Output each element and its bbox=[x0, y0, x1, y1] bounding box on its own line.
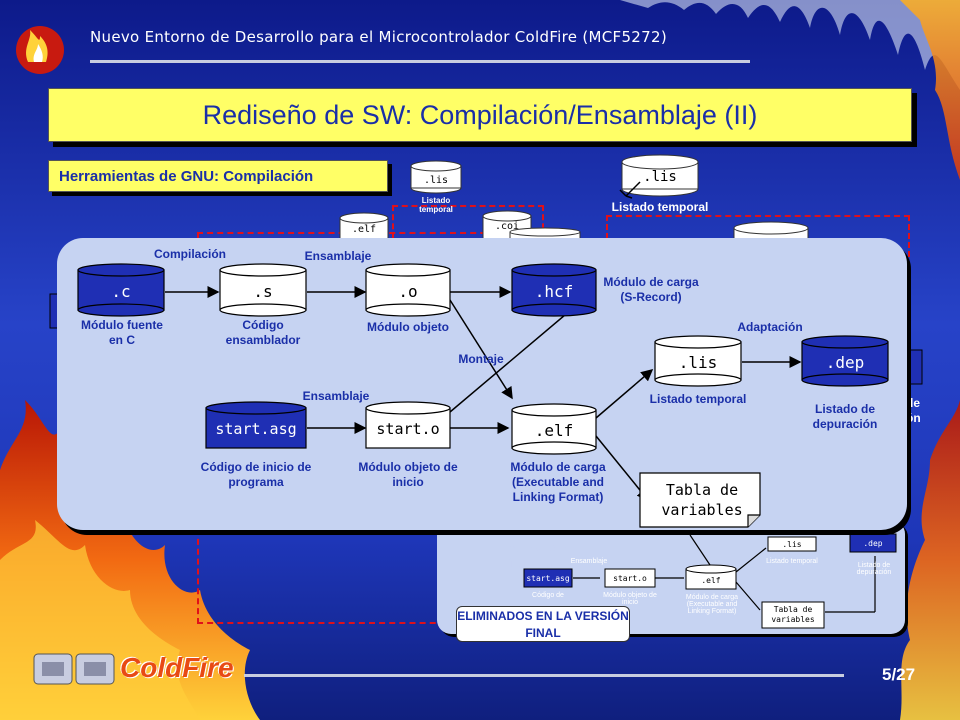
edge-montaje: Montaje bbox=[458, 352, 504, 366]
slide-title: Rediseño de SW: Compilación/Ensamblaje (… bbox=[48, 88, 912, 142]
node-hcf: .hcf bbox=[534, 281, 574, 301]
dashed-region-right bbox=[606, 215, 910, 257]
caption-lis: Listado temporal bbox=[649, 392, 747, 406]
node-start-asg: start.asg bbox=[215, 420, 297, 438]
caption-start-asg: Código de inicio de programa bbox=[200, 460, 312, 489]
mini-lis: .lis bbox=[782, 539, 802, 549]
mini-ensamblaje: Ensamblaje bbox=[570, 558, 608, 565]
node-elf: .elf bbox=[534, 420, 574, 440]
caption-s: Código ensamblador bbox=[225, 318, 301, 347]
bg-lis-large: .lis bbox=[643, 169, 677, 185]
edge-compilacion: Compilación bbox=[153, 247, 226, 261]
node-s: .s bbox=[253, 281, 273, 301]
eliminados-note: ELIMINADOS EN LA VERSIÓN FINAL bbox=[456, 606, 630, 642]
mini-start-o-caption: Módulo objeto de inicio bbox=[603, 592, 657, 606]
node-lis: .lis bbox=[678, 352, 718, 372]
mini-lis-caption: Listado temporal bbox=[766, 558, 818, 565]
mini-start-asg: start.asg bbox=[526, 573, 570, 583]
bg-lis-small: .lis bbox=[423, 174, 449, 186]
bg-lis-large-caption: Listado temporal bbox=[611, 200, 709, 214]
caption-elf: Módulo de carga (Executable and Linking … bbox=[510, 460, 606, 504]
mini-tabla: Tabla de variables bbox=[771, 605, 815, 624]
node-start-o: start.o bbox=[376, 420, 440, 438]
caption-c: Módulo fuente en C bbox=[81, 318, 163, 347]
bg-variables-funciones: variables y funciones bbox=[505, 541, 569, 570]
mini-elf-caption: Módulo de carga (Executable and Linking … bbox=[685, 594, 739, 615]
slide-title-text: Rediseño de SW: Compilación/Ensamblaje (… bbox=[202, 99, 758, 130]
node-o: .o bbox=[398, 281, 418, 301]
page-number: 5/27 bbox=[882, 665, 916, 684]
bg-elf-small: .elf bbox=[351, 223, 377, 235]
node-c: .c bbox=[111, 281, 131, 301]
header-divider bbox=[90, 60, 750, 63]
section-title-text: Herramientas de GNU: Compilación bbox=[59, 167, 314, 185]
coldfire-logo bbox=[33, 653, 115, 685]
mini-elf: .elf bbox=[701, 575, 721, 585]
bg-partial-ion: ón bbox=[906, 411, 921, 425]
edge-ensamblaje-bottom: Ensamblaje bbox=[302, 389, 370, 403]
caption-hcf: Módulo de carga (S-Record) bbox=[603, 275, 699, 304]
mini-start-asg-caption: Código de bbox=[532, 592, 564, 599]
coldfire-logo-text: ColdFire bbox=[120, 652, 234, 683]
main-diagram-panel bbox=[57, 238, 907, 530]
bg-partial-listado: de bbox=[906, 396, 921, 410]
mini-start-o: start.o bbox=[613, 573, 647, 583]
section-title: Herramientas de GNU: Compilación bbox=[48, 160, 388, 192]
caption-o: Módulo objeto bbox=[367, 320, 449, 334]
node-dep: .dep bbox=[825, 352, 865, 372]
bg-lis-small-caption: Listado temporal bbox=[419, 196, 453, 214]
caption-dep: Listado de depuración bbox=[812, 402, 878, 431]
mini-dep: .dep bbox=[863, 538, 883, 548]
caption-start-o: Módulo objeto de inicio bbox=[358, 460, 458, 489]
footer-divider bbox=[244, 674, 844, 677]
header-title: Nuevo Entorno de Desarrollo para el Micr… bbox=[90, 28, 667, 46]
node-tabla: Tabla de variables bbox=[661, 481, 743, 519]
edge-ensamblaje-top: Ensamblaje bbox=[304, 249, 372, 263]
edge-adaptacion: Adaptación bbox=[737, 320, 803, 334]
mini-dep-caption: Listado de depuración bbox=[856, 562, 892, 576]
bg-coi: .coi bbox=[494, 220, 520, 232]
